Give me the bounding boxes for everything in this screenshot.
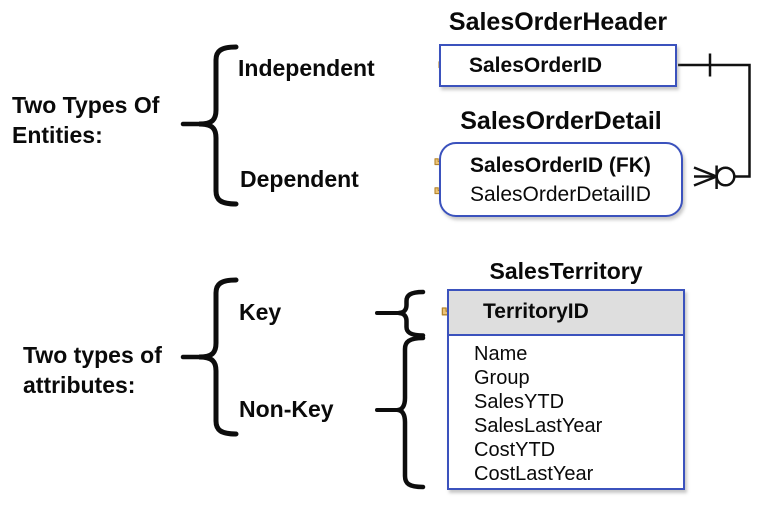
attribute-sales-order-detail-id: SalesOrderDetailID bbox=[470, 183, 651, 206]
connector-line bbox=[678, 63, 751, 178]
attribute-name: Name bbox=[474, 343, 528, 365]
non-key-brace bbox=[375, 335, 426, 490]
attribute-cost-last-year: CostLastYear bbox=[474, 463, 594, 485]
attributes-heading-line2: attributes: bbox=[23, 372, 136, 398]
attributes-heading-line1: Two types of bbox=[23, 342, 162, 368]
zero-or-many-crow-foot-icon bbox=[693, 165, 736, 189]
sales-order-detail-entity-box: SalesOrderID (FK) SalesOrderDetailID bbox=[439, 142, 683, 217]
entities-heading-line2: Entities: bbox=[12, 122, 103, 148]
dependent-label: Dependent bbox=[240, 166, 359, 192]
attribute-sales-order-id: SalesOrderID bbox=[469, 54, 603, 77]
relationship-connector bbox=[678, 53, 751, 189]
attribute-sales-order-id-fk: SalesOrderID (FK) bbox=[470, 154, 651, 177]
non-key-label: Non-Key bbox=[239, 396, 334, 422]
sales-territory-entity-box: TerritoryID Name Group SalesYTD SalesLas… bbox=[447, 289, 685, 490]
entities-heading-line1: Two Types Of bbox=[12, 92, 160, 118]
sales-order-header-entity-box: SalesOrderID bbox=[439, 44, 677, 87]
key-brace bbox=[375, 289, 426, 338]
independent-label: Independent bbox=[238, 55, 375, 81]
attribute-sales-last-year: SalesLastYear bbox=[474, 415, 603, 437]
attribute-group: Group bbox=[474, 367, 530, 389]
entities-brace bbox=[180, 44, 239, 207]
sales-territory-non-key-section: Name Group SalesYTD SalesLastYear CostYT… bbox=[474, 342, 602, 486]
key-label: Key bbox=[239, 299, 282, 325]
attribute-sales-ytd: SalesYTD bbox=[474, 391, 565, 413]
attribute-cost-ytd: CostYTD bbox=[474, 439, 556, 461]
attribute-territory-id: TerritoryID bbox=[483, 300, 589, 323]
sales-territory-title: SalesTerritory bbox=[489, 258, 643, 284]
sales-territory-key-section: TerritoryID bbox=[449, 291, 683, 336]
attributes-brace bbox=[180, 277, 239, 437]
sales-order-detail-title: SalesOrderDetail bbox=[460, 107, 662, 135]
sales-order-header-title: SalesOrderHeader bbox=[448, 8, 668, 36]
